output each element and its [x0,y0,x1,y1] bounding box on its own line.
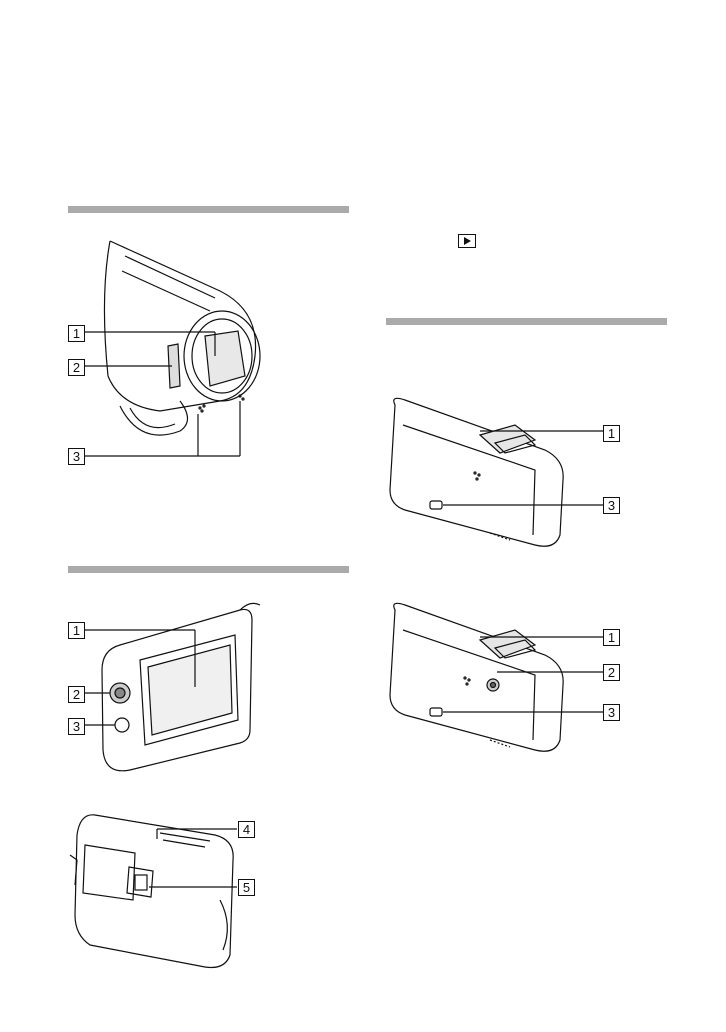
camcorder-front-figure [100,236,280,456]
playback-icon [458,234,476,248]
callout-1: 1 [603,425,620,442]
section-rule-lcd [68,566,349,573]
callout-4: 4 [238,821,255,838]
callout-1: 1 [68,325,85,342]
lcd-back-figure [65,805,265,975]
callout-2: 2 [603,664,620,681]
lcd-panel-figure [100,595,270,775]
callout-3: 3 [68,718,85,735]
callout-3: 3 [603,497,620,514]
callout-3: 3 [603,704,620,721]
callout-2: 2 [68,686,85,703]
top-view-figure-a [385,395,585,555]
section-rule-front [68,206,349,213]
top-view-figure-b [385,600,585,760]
callout-3: 3 [68,448,85,465]
callout-1: 1 [68,622,85,639]
callout-2: 2 [68,359,85,376]
callout-5: 5 [238,879,255,896]
section-rule-top [386,318,667,325]
callout-1: 1 [603,629,620,646]
